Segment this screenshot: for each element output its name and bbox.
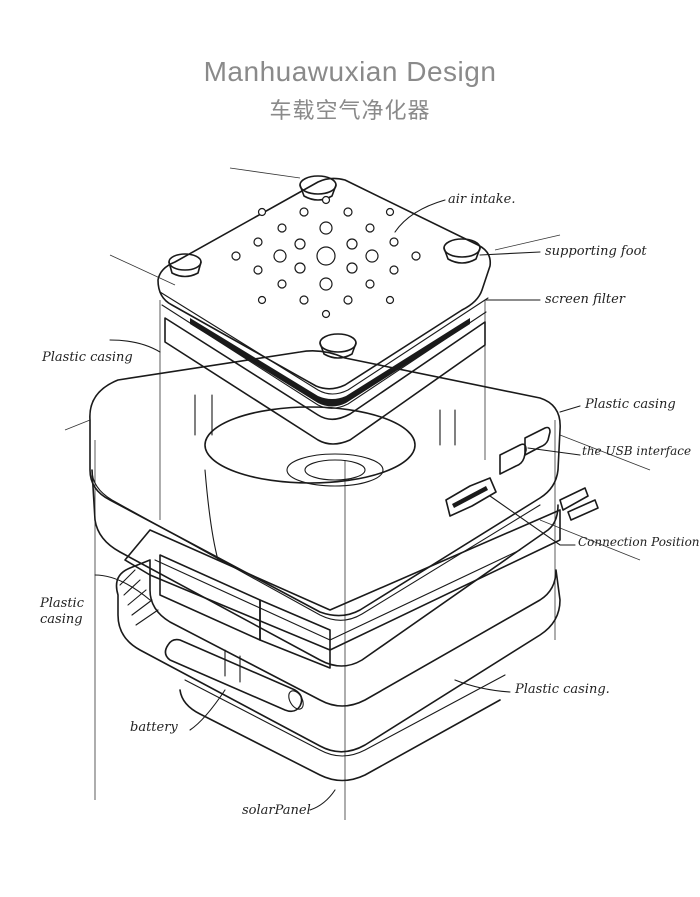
- battery: [164, 638, 304, 713]
- battery-compartment: [119, 509, 561, 669]
- label-plastic-casing-left: Plastic casing: [42, 350, 133, 365]
- label-usb-interface: the USB interface: [582, 444, 692, 458]
- label-supporting-foot: supporting foot: [545, 244, 647, 259]
- label-plastic-casing-left2-line1: Plastic: [40, 596, 84, 611]
- construction-lines: [64, 167, 651, 820]
- product-title-chinese: 车载空气净化器: [269, 98, 431, 123]
- bottom-casing: [115, 559, 561, 782]
- label-connection-position: Connection Position: [578, 535, 700, 549]
- leader-lines: [94, 199, 581, 811]
- label-plastic-casing-left2-line2: casing: [40, 612, 83, 627]
- label-plastic-casing-right: Plastic casing: [585, 397, 676, 412]
- main-body-casing: [89, 350, 561, 667]
- usb-interface: [445, 426, 599, 521]
- design-title: Manhuawuxian Design: [203, 56, 497, 87]
- label-plastic-casing-bottom: Plastic casing.: [515, 682, 610, 697]
- label-screen-filter: screen filter: [545, 292, 626, 307]
- supporting-feet: [168, 175, 481, 359]
- air-intake-holes: [231, 195, 421, 319]
- label-solar-panel: solarPanel: [242, 803, 311, 818]
- label-battery: battery: [130, 720, 178, 735]
- label-air-intake: air intake.: [448, 192, 516, 207]
